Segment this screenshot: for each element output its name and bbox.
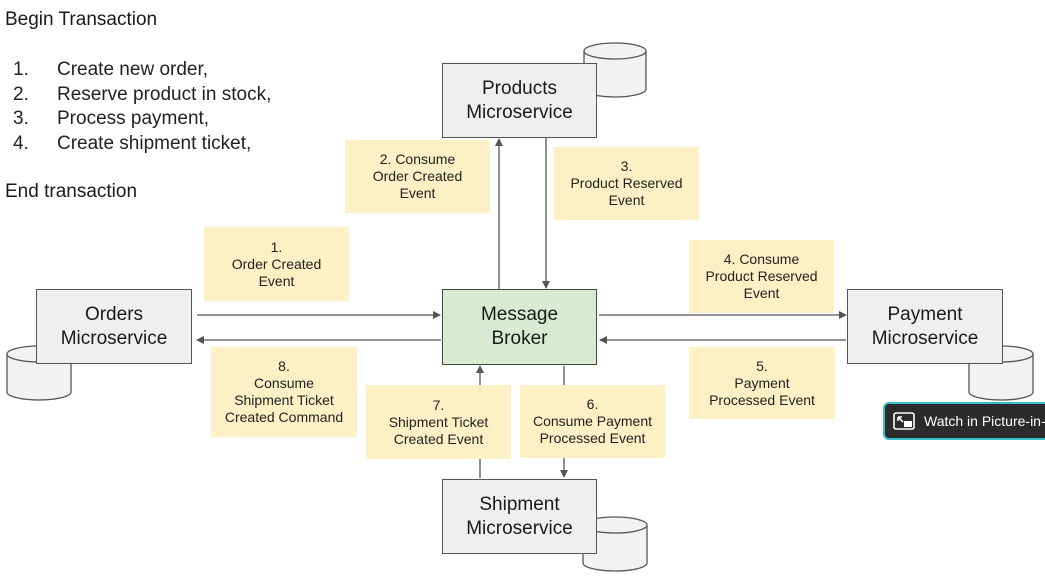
- note-line: Payment: [734, 374, 790, 391]
- step-text: Process payment,: [57, 108, 210, 129]
- step-number: 4.: [13, 132, 29, 154]
- note-line: Event: [608, 192, 645, 208]
- note-line: 3.: [620, 158, 633, 174]
- note-line: Event: [743, 285, 780, 301]
- note-line: Processed Event: [539, 430, 646, 446]
- note-line: 1.: [270, 238, 283, 255]
- database-icon-products: [583, 42, 647, 98]
- step-text: Create new order,: [57, 59, 209, 80]
- service-label: Microservice: [871, 327, 979, 349]
- picture-in-picture-icon: [893, 412, 915, 430]
- note-line: Product Reserved: [705, 268, 818, 284]
- step-text: Create shipment ticket,: [57, 132, 252, 154]
- note-line: Event: [258, 272, 295, 289]
- note-line: 7.: [432, 396, 445, 413]
- note-line: 2. Consume: [379, 151, 456, 167]
- note-line: Order Created: [372, 168, 463, 184]
- picture-in-picture-button[interactable]: Watch in Picture-in-: [883, 402, 1045, 440]
- note-line: Created Event: [393, 430, 484, 447]
- note-line: Created Command: [224, 409, 344, 425]
- list-item: 2. Reserve product in stock,: [13, 83, 271, 108]
- note-line: Consume Payment: [532, 413, 653, 429]
- service-label: Broker: [491, 328, 548, 349]
- service-label: Microservice: [60, 327, 168, 349]
- note-line: Processed Event: [709, 391, 815, 408]
- note-line: 4. Consume: [723, 251, 800, 267]
- note-line: 8.: [278, 358, 290, 374]
- database-icon-shipment: [582, 516, 648, 572]
- service-label: Microservice: [466, 517, 573, 539]
- service-label: Products: [482, 77, 557, 99]
- service-label: Payment: [887, 303, 963, 325]
- note-line: Consume: [254, 375, 314, 391]
- note-line: 6.: [586, 396, 599, 412]
- begin-transaction-label: Begin Transaction: [5, 9, 158, 30]
- step-text: Reserve product in stock,: [57, 83, 272, 105]
- step-number: 3.: [13, 108, 29, 129]
- service-label: Microservice: [466, 101, 573, 123]
- service-label: Message: [480, 304, 559, 325]
- note-line: 5.: [756, 357, 768, 374]
- list-item: 1. Create new order,: [13, 58, 271, 83]
- note-line: Product Reserved: [570, 175, 683, 191]
- note-line: Event: [399, 185, 436, 201]
- service-label: Shipment: [479, 493, 560, 515]
- end-transaction-label: End transaction: [5, 181, 138, 202]
- transaction-steps-list: 1. Create new order, 2. Reserve product in…: [13, 58, 271, 156]
- service-label: Orders: [84, 303, 144, 325]
- note-line: Order Created: [231, 255, 322, 272]
- step-number: 2.: [13, 83, 29, 105]
- note-line: Shipment Ticket: [388, 413, 489, 430]
- note-line: Shipment Ticket: [234, 392, 334, 408]
- list-item: 3. Process payment,: [13, 107, 271, 132]
- step-number: 1.: [13, 59, 29, 80]
- pip-label: Watch in Picture-in-: [924, 413, 1045, 429]
- list-item: 4. Create shipment ticket,: [13, 132, 271, 157]
